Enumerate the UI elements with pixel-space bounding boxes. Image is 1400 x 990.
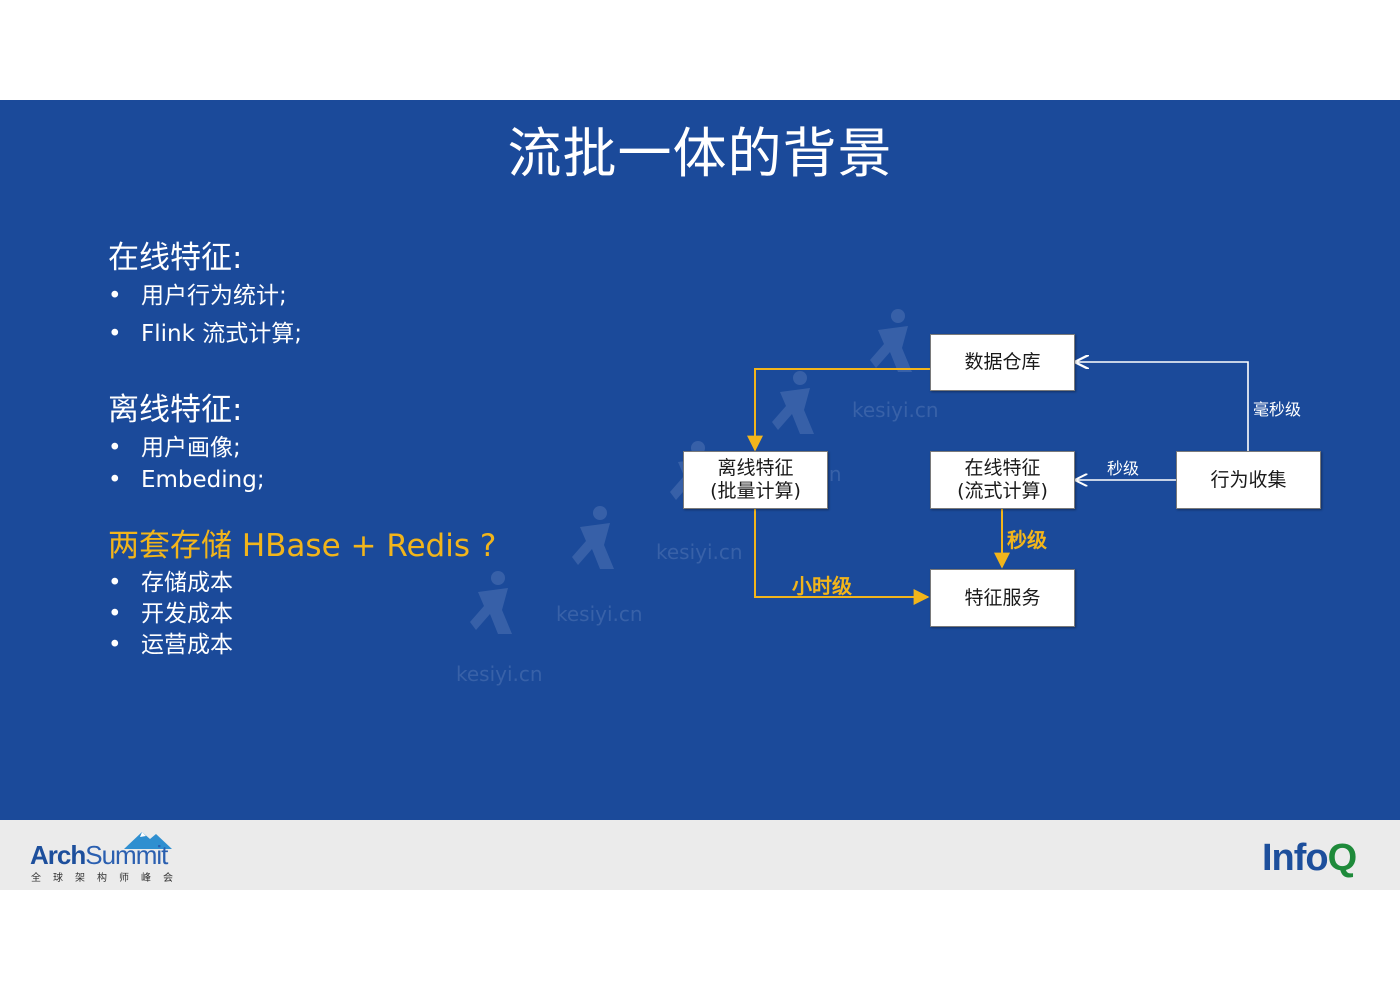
node-offline-features: 离线特征 (批量计算) <box>683 451 828 509</box>
logo-text-q: Q <box>1327 837 1358 879</box>
node-sublabel: (流式计算) <box>957 480 1048 502</box>
bullet-item: • Flink 流式计算; <box>108 320 302 348</box>
node-data-warehouse: 数据仓库 <box>930 334 1075 391</box>
bullet-item: • Embeding; <box>108 466 265 494</box>
bullet-text: Embeding; <box>141 467 265 493</box>
edge-warehouse-to-offline <box>747 368 930 452</box>
bullet-text: 用户行为统计; <box>141 283 287 309</box>
bullet-text: 运营成本 <box>141 632 233 658</box>
archsummit-logo: ArchSummit 全球架构师峰会 <box>30 828 190 884</box>
node-label: 离线特征 <box>717 457 794 479</box>
logo-text-info: Info <box>1262 837 1329 879</box>
bullet-item: • 用户行为统计; <box>108 282 287 310</box>
edge-collect-to-warehouse <box>1076 362 1249 452</box>
node-online-features: 在线特征 (流式计算) <box>930 451 1075 509</box>
section-heading-offline: 离线特征: <box>108 392 243 428</box>
edge-label-hours: 小时级 <box>792 574 852 598</box>
watermark-figure-icon <box>572 506 614 569</box>
bullet-dot-icon: • <box>108 435 122 461</box>
node-behavior-collection: 行为收集 <box>1176 451 1321 509</box>
archsummit-wordmark: ArchSummit <box>30 840 168 870</box>
node-label: 特征服务 <box>964 586 1041 609</box>
bullet-text: 存储成本 <box>141 570 233 596</box>
bullet-item: • 运营成本 <box>108 631 233 659</box>
bullet-dot-icon: • <box>108 321 122 347</box>
edge-label-milliseconds: 毫秒级 <box>1253 400 1302 419</box>
node-feature-service: 特征服务 <box>930 569 1075 627</box>
bullet-dot-icon: • <box>108 570 122 596</box>
infoq-logo: InfoQ <box>1262 836 1358 880</box>
edge-label-seconds-white: 秒级 <box>1107 459 1140 478</box>
section-heading-online: 在线特征: <box>108 240 243 276</box>
slide-title: 流批一体的背景 <box>507 122 893 185</box>
bullet-item: • 用户画像; <box>108 434 241 462</box>
bullet-dot-icon: • <box>108 601 122 627</box>
bullet-dot-icon: • <box>108 283 122 309</box>
bullet-text: Flink 流式计算; <box>141 321 302 347</box>
logo-text-summit: Summit <box>85 840 168 870</box>
footer-bar <box>0 820 1400 890</box>
mountain-icon <box>124 832 172 849</box>
watermark-figure-icon <box>870 309 912 372</box>
section-heading-storage: 两套存储 HBase + Redis ? <box>108 528 497 564</box>
archsummit-subtitle: 全球架构师峰会 <box>31 873 185 884</box>
edge-offline-to-service <box>754 509 930 605</box>
node-label: 行为收集 <box>1210 468 1287 491</box>
bullet-item: • 存储成本 <box>108 569 233 597</box>
watermark-text: kesiyi.cn <box>852 398 939 422</box>
bullet-text: 用户画像; <box>141 435 241 461</box>
bullet-text: 开发成本 <box>141 601 233 627</box>
watermark-figure-icon <box>772 371 814 434</box>
node-label: 数据仓库 <box>964 351 1041 373</box>
node-sublabel: (批量计算) <box>710 480 801 502</box>
node-label: 在线特征 <box>964 457 1041 479</box>
watermark-text: kesiyi.cn <box>656 540 743 564</box>
logo-text-arch: Arch <box>30 840 86 870</box>
bullet-dot-icon: • <box>108 467 122 493</box>
edge-label-seconds-yellow: 秒级 <box>1007 528 1047 552</box>
watermark-text: kesiyi.cn <box>456 662 543 686</box>
bullet-item: • 开发成本 <box>108 600 233 628</box>
watermark-figure-icon <box>470 571 512 634</box>
watermark-text: kesiyi.cn <box>556 602 643 626</box>
bullet-dot-icon: • <box>108 632 122 658</box>
